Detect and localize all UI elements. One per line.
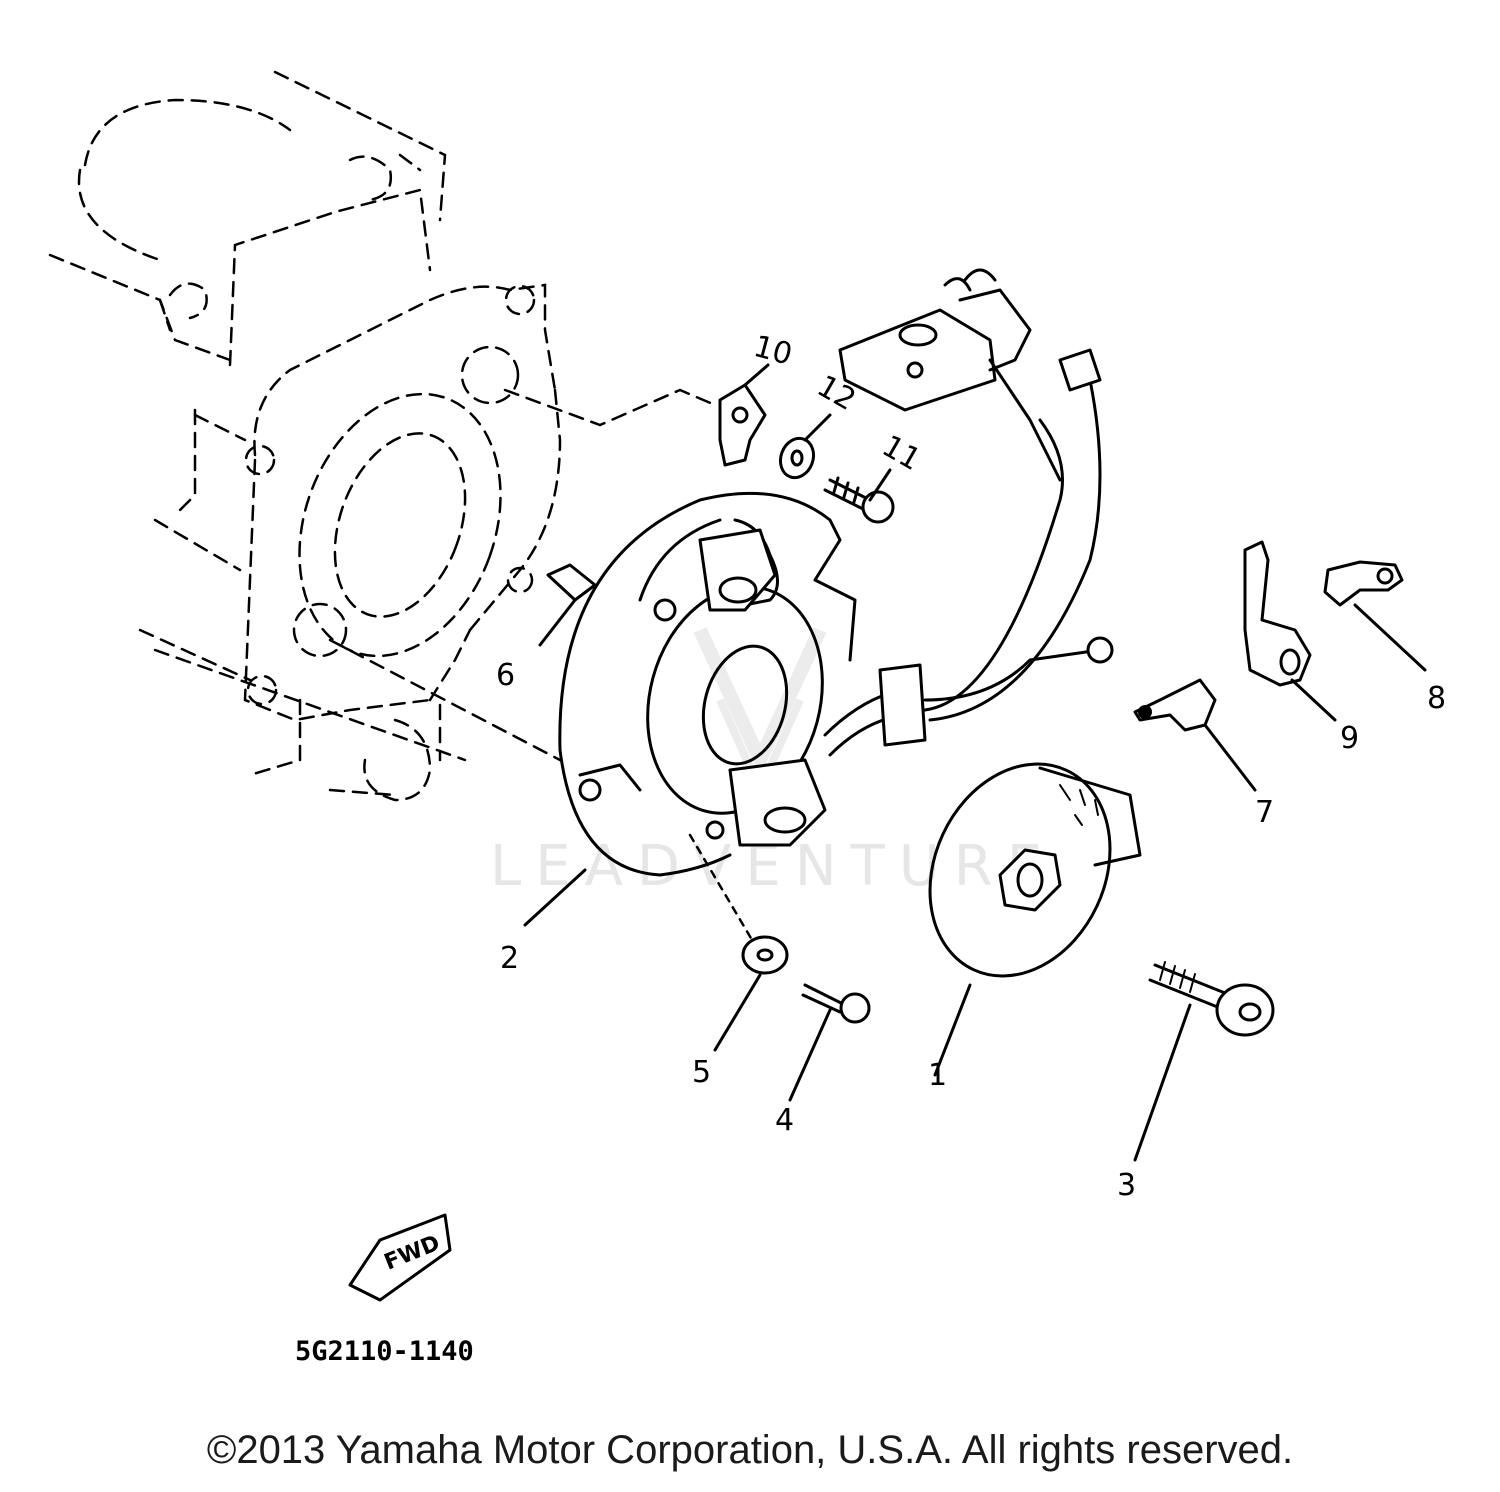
part-3-bolt — [1133, 961, 1275, 1162]
diagram-code: 5G2110-1140 — [295, 1336, 474, 1367]
part-5-washer — [713, 935, 789, 1052]
callout-3: 3 — [1117, 1168, 1136, 1203]
callout-4: 4 — [775, 1103, 794, 1138]
part-11-screw — [823, 468, 895, 524]
part-7-clamp — [1133, 678, 1257, 792]
leader-case-to-stator — [328, 638, 562, 762]
callout-2: 2 — [500, 941, 519, 976]
part-2-stator-assembly — [523, 348, 1114, 927]
callout-1: 1 — [928, 1058, 947, 1093]
callout-labels: 1 2 3 4 5 6 7 8 9 10 11 12 — [496, 329, 1446, 1203]
callout-7: 7 — [1255, 795, 1274, 830]
leader-case-to-clamp — [503, 388, 717, 427]
callout-8: 8 — [1427, 681, 1446, 716]
part-9-bracket — [1243, 540, 1337, 722]
fwd-arrow-icon: FWD — [348, 1213, 452, 1302]
callout-10: 10 — [750, 329, 796, 373]
copyright-notice: ©2013 Yamaha Motor Corporation, U.S.A. A… — [206, 1428, 1294, 1472]
leader-stator-to-washer — [688, 833, 757, 947]
callout-9: 9 — [1340, 721, 1359, 756]
part-6-key — [538, 563, 597, 647]
part-10-clamp — [718, 363, 770, 467]
callout-5: 5 — [692, 1055, 711, 1090]
part-1-rotor — [928, 762, 1142, 1077]
callout-6: 6 — [496, 658, 515, 693]
part-4-screw — [788, 983, 871, 1102]
part-12-washer — [778, 413, 832, 480]
cdi-unit — [838, 268, 1062, 482]
part-8-clamp — [1323, 560, 1427, 672]
callout-11: 11 — [876, 429, 927, 478]
engine-crankcase-outline — [48, 70, 562, 802]
